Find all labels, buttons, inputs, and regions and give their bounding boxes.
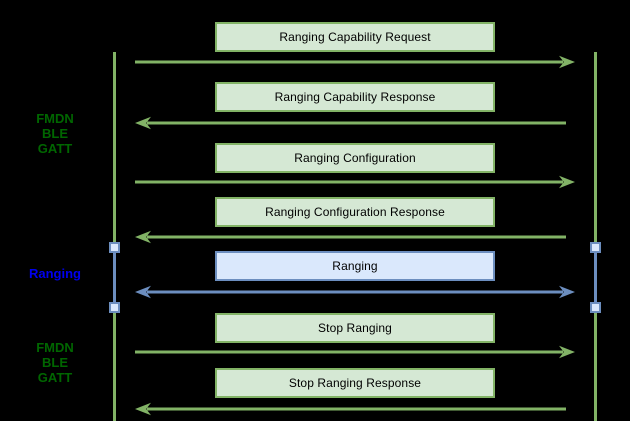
message-box-ranging-capability-response: Ranging Capability Response	[215, 82, 495, 112]
phase-label-line: BLE	[42, 355, 68, 370]
arrow-ranging-bidirectional	[135, 285, 575, 299]
left-activation-start-marker	[109, 242, 120, 253]
phase-label-ranging: Ranging	[10, 266, 100, 281]
message-box-stop-ranging: Stop Ranging	[215, 313, 495, 343]
right-activation-start-marker	[590, 242, 601, 253]
right-lifeline-active-segment	[594, 250, 597, 305]
message-label: Ranging Capability Response	[274, 90, 436, 104]
message-label: Stop Ranging	[318, 321, 392, 335]
phase-label-line: FMDN	[36, 111, 74, 126]
message-label: Ranging	[332, 259, 378, 273]
left-lifeline-segment-bottom	[113, 311, 116, 421]
message-box-ranging-configuration-response: Ranging Configuration Response	[215, 197, 495, 227]
message-box-ranging-capability-request: Ranging Capability Request	[215, 22, 495, 52]
left-lifeline-active-segment	[113, 250, 116, 305]
arrow-ranging-configuration	[135, 175, 575, 189]
left-lifeline-segment-top	[113, 52, 116, 244]
left-activation-end-marker	[109, 302, 120, 313]
arrow-ranging-capability-request	[135, 55, 575, 69]
phase-label-line: FMDN	[36, 340, 74, 355]
right-activation-end-marker	[590, 302, 601, 313]
arrow-stop-ranging	[135, 345, 575, 359]
right-lifeline-segment-bottom	[594, 311, 597, 421]
message-box-ranging-configuration: Ranging Configuration	[215, 143, 495, 173]
message-box-ranging: Ranging	[215, 251, 495, 281]
arrow-stop-ranging-response	[135, 402, 566, 416]
message-label: Ranging Capability Request	[279, 30, 431, 44]
phase-label-line: BLE	[42, 126, 68, 141]
phase-label-line: GATT	[37, 141, 73, 156]
message-label: Ranging Configuration	[294, 151, 416, 165]
message-label: Ranging Configuration Response	[265, 205, 445, 219]
message-box-stop-ranging-response: Stop Ranging Response	[215, 368, 495, 398]
phase-label-fmdn-ble-gatt-top: FMDN BLE GATT	[10, 111, 100, 156]
right-lifeline-segment-top	[594, 52, 597, 244]
phase-label-line: Ranging	[29, 266, 81, 281]
arrow-ranging-capability-response	[135, 116, 566, 130]
phase-label-fmdn-ble-gatt-bottom: FMDN BLE GATT	[10, 340, 100, 385]
message-label: Stop Ranging Response	[288, 376, 422, 390]
phase-label-line: GATT	[37, 370, 73, 385]
arrow-ranging-configuration-response	[135, 230, 566, 244]
